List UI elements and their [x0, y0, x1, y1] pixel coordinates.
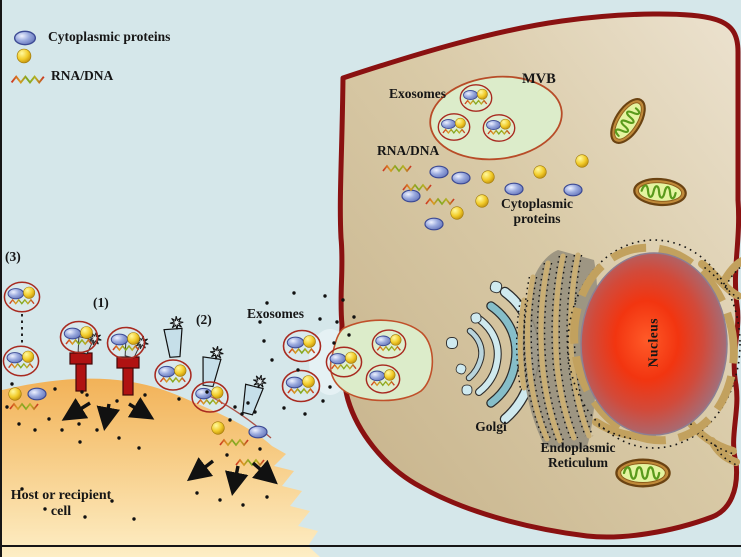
mechanism-1-label: (1) — [93, 295, 109, 310]
multivesicular-body — [429, 75, 563, 161]
diffusion-arrows — [61, 397, 278, 497]
legend-cytoplasmic-proteins-label: Cytoplasmic proteins — [48, 29, 171, 44]
wedge-receptor — [199, 344, 224, 387]
exosome-vesicle — [106, 326, 146, 360]
legend-swatches — [10, 30, 45, 84]
nucleus — [567, 239, 741, 467]
golgi-label: Golgi — [475, 419, 507, 434]
wedge-receptor — [163, 316, 185, 358]
recipient-cell — [2, 378, 320, 557]
exosome-vesicle — [3, 281, 41, 313]
donor-exosomes-label: Exosomes — [389, 86, 446, 101]
legend-blue-protein — [13, 30, 37, 46]
exosome-vesicle — [2, 345, 40, 377]
uptake-mechanism-3 — [2, 281, 41, 377]
exosome-vesicle — [365, 364, 401, 394]
mechanism-3-label: (3) — [5, 249, 21, 264]
exosome-fusing — [191, 381, 229, 413]
extracellular-exosomes-label: Exosomes — [247, 306, 304, 321]
wedge-receptor — [239, 372, 268, 416]
mechanism-2-label: (2) — [196, 312, 212, 327]
exosome-vesicle — [154, 359, 192, 391]
endoplasmic-reticulum — [515, 250, 599, 449]
host-cell-label: Host or recipient cell — [10, 488, 112, 519]
secreted-particles — [5, 291, 356, 521]
exosome-vesicle — [437, 113, 471, 141]
legend-rna-strand — [10, 75, 45, 84]
er-label: Endoplasmic Reticulum — [540, 440, 616, 471]
exosome-exiting — [325, 346, 363, 378]
nucleus-label: Nucleus — [645, 317, 661, 368]
exosome-vesicle — [59, 320, 99, 354]
exosome-vesicle — [459, 84, 493, 112]
donor-rna-dna-label: RNA/DNA — [377, 143, 440, 158]
legend-rna-dna-label: RNA/DNA — [51, 68, 114, 83]
mvb-label: MVB — [522, 71, 556, 87]
exosome-vesicle — [482, 114, 516, 142]
legend-yellow-protein — [16, 48, 32, 64]
bottom-border-line — [2, 545, 741, 547]
donor-cytoplasmic-proteins-label: Cytoplasmic proteins — [501, 196, 573, 227]
exosome-vesicle — [371, 329, 407, 359]
